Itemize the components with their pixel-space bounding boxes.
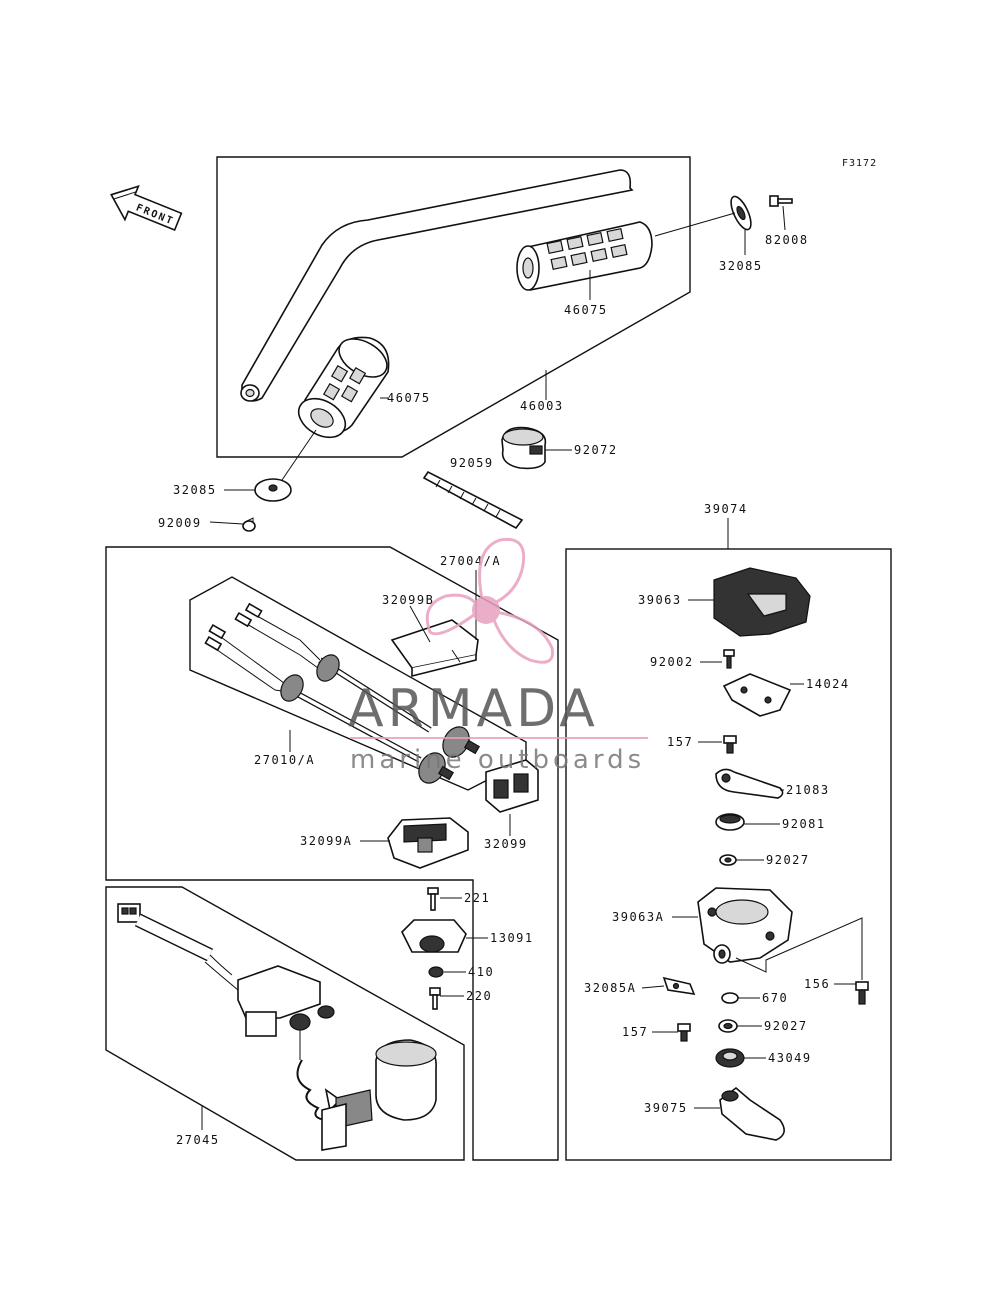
switch-wires-27010 xyxy=(204,602,481,784)
label-92009: 92009 xyxy=(158,516,202,530)
lever-32085A xyxy=(662,976,696,996)
label-670: 670 xyxy=(762,991,788,1005)
label-32085A: 32085A xyxy=(584,981,636,995)
label-14024: 14024 xyxy=(806,677,850,691)
label-157-upper: 157 xyxy=(667,735,693,749)
leader-156-path xyxy=(735,917,863,980)
bolt-220-icon xyxy=(429,987,441,1010)
throttle-lever-39075 xyxy=(719,1086,785,1141)
figure-code: F3172 xyxy=(842,158,877,169)
stop-switch-27045 xyxy=(117,903,437,1151)
switch-assembly-box xyxy=(105,546,559,1161)
throttle-housing-39063A xyxy=(697,887,793,964)
label-92002: 92002 xyxy=(650,655,694,669)
washer-92027-top-icon xyxy=(719,854,737,866)
left-bar-end-cap xyxy=(254,478,292,502)
right-grip xyxy=(516,221,653,291)
ring-670-icon xyxy=(721,992,739,1004)
switch-housing-32099A xyxy=(387,817,469,869)
plate-14024 xyxy=(722,673,792,717)
screw-157-icon xyxy=(723,735,737,754)
watermark-tagline: marine outboards xyxy=(350,745,645,775)
watermark-brand: ARMADA xyxy=(348,679,599,739)
label-32085-right: 32085 xyxy=(719,259,763,273)
front-arrow-icon: FRONT xyxy=(110,184,183,232)
label-39063: 39063 xyxy=(638,593,682,607)
screw-157-lower-icon xyxy=(677,1023,691,1042)
screw-82008-icon xyxy=(769,195,793,207)
clamp-92072 xyxy=(501,426,547,470)
bar-pad-92059 xyxy=(422,470,524,530)
cover-32099B xyxy=(390,619,479,678)
leader-lines-switch xyxy=(289,570,511,997)
spring-410-icon xyxy=(428,966,444,978)
label-220: 220 xyxy=(466,989,492,1003)
label-32085-left: 32085 xyxy=(173,483,217,497)
label-46075-left: 46075 xyxy=(387,391,431,405)
screw-221-icon xyxy=(427,887,439,911)
label-410: 410 xyxy=(468,965,494,979)
label-82008: 82008 xyxy=(765,233,809,247)
label-92027-lower: 92027 xyxy=(764,1019,808,1033)
handlebar-tube xyxy=(240,169,634,402)
screw-92009-icon xyxy=(242,517,256,532)
spring-92081-icon xyxy=(715,813,745,831)
label-92059: 92059 xyxy=(450,456,494,470)
label-27010A: 27010/A xyxy=(254,753,315,767)
label-92072: 92072 xyxy=(574,443,618,457)
label-46075-right: 46075 xyxy=(564,303,608,317)
label-27045: 27045 xyxy=(176,1133,220,1147)
left-grip xyxy=(297,336,390,439)
screw-92002-icon xyxy=(723,649,735,669)
label-39075: 39075 xyxy=(644,1101,688,1115)
leader-lines-top xyxy=(209,205,786,525)
label-92081: 92081 xyxy=(782,817,826,831)
label-92027-upper: 92027 xyxy=(766,853,810,867)
clamp-13091 xyxy=(401,919,467,953)
right-bar-end-cap xyxy=(730,195,752,231)
label-21083: 21083 xyxy=(786,783,830,797)
label-13091: 13091 xyxy=(490,931,534,945)
label-39063A: 39063A xyxy=(612,910,664,924)
label-46003: 46003 xyxy=(520,399,564,413)
lever-21083 xyxy=(715,768,784,799)
seal-43049-icon xyxy=(715,1048,745,1068)
watermark: ARMADA marine outboards xyxy=(348,537,648,775)
label-27004A: 27004/A xyxy=(440,554,501,568)
screw-156-icon xyxy=(855,981,869,1005)
stop-switch-box xyxy=(105,886,465,1161)
washer-92027-lower-icon xyxy=(718,1019,738,1033)
label-39074: 39074 xyxy=(704,502,748,516)
label-157-lower: 157 xyxy=(622,1025,648,1039)
label-32099B: 32099B xyxy=(382,593,434,607)
throttle-cover-39063 xyxy=(713,567,811,637)
label-156: 156 xyxy=(804,977,830,991)
label-43049: 43049 xyxy=(768,1051,812,1065)
switch-case-32099 xyxy=(485,759,539,813)
propeller-logo-icon xyxy=(425,537,555,664)
label-32099A: 32099A xyxy=(300,834,352,848)
label-32099: 32099 xyxy=(484,837,528,851)
label-221: 221 xyxy=(464,891,490,905)
leader-lines-right xyxy=(641,599,856,1109)
